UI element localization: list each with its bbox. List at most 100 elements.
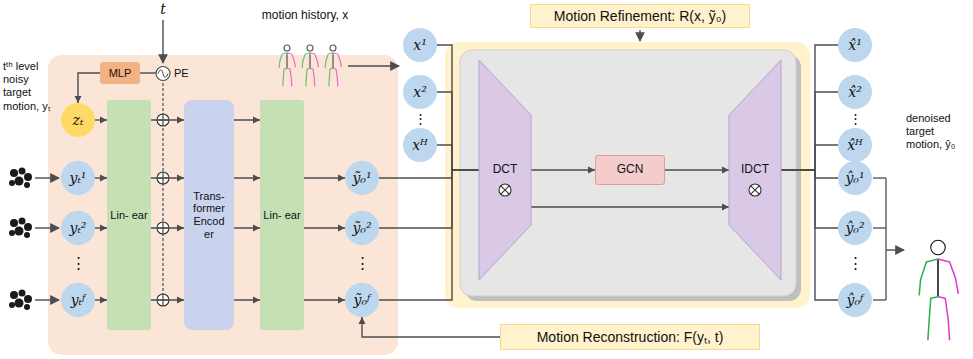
arrowhead <box>177 117 184 124</box>
node-text: xᴴ <box>412 137 428 153</box>
trapezoid <box>479 60 531 280</box>
connector <box>781 170 838 300</box>
pose-figure <box>302 45 318 86</box>
connector-line <box>140 72 156 73</box>
arrowhead <box>588 167 595 174</box>
input-arrow <box>35 227 59 228</box>
node-text: PE <box>174 67 189 80</box>
connector <box>379 170 479 228</box>
transformer-box: Trans- former Encod er <box>184 100 234 330</box>
history-circle: x² <box>403 75 437 109</box>
output-label: denoised target motion, ŷ₀ <box>906 112 969 152</box>
timestep-label: t <box>160 1 166 18</box>
connector-line <box>379 170 479 178</box>
connector-line <box>781 92 838 170</box>
output-circle: x̂ᴴ <box>838 128 872 162</box>
arrowhead <box>177 225 184 232</box>
dct-block: DCT <box>479 60 531 280</box>
node-text: Motion Reconstruction: F(yₜ, t) <box>537 329 724 345</box>
connector-line <box>234 120 260 300</box>
node-text: DCT <box>493 163 518 177</box>
multiply-symbol <box>749 184 761 196</box>
arrowhead <box>100 117 107 124</box>
node-text: ŷ₀² <box>845 220 864 236</box>
connector <box>95 297 107 304</box>
connector-line <box>665 169 729 170</box>
ellipsis: ⋮ <box>71 255 86 270</box>
connector <box>437 45 479 170</box>
input-label: motion history, x <box>262 8 348 22</box>
connector <box>379 170 479 178</box>
connector <box>95 117 107 124</box>
node-text: ỹ₀² <box>352 220 371 236</box>
arrowhead <box>253 297 260 304</box>
connector-line <box>78 73 100 103</box>
connector <box>95 225 107 232</box>
arrowhead <box>253 225 260 232</box>
arrowhead <box>722 204 729 211</box>
input-arrow <box>35 177 59 178</box>
pose-figure <box>919 240 958 340</box>
idct-block: IDCT <box>729 60 781 280</box>
output-arrow <box>886 249 904 250</box>
connector <box>304 297 345 304</box>
arrowhead <box>177 175 184 182</box>
arrowhead <box>359 317 366 324</box>
connector-line <box>781 45 838 170</box>
connector <box>151 117 184 304</box>
node-text: IDCT <box>741 163 769 177</box>
arrowhead <box>253 175 260 182</box>
encoder-panel <box>48 55 398 355</box>
arrowhead <box>338 297 345 304</box>
node-text: x̂¹ <box>848 37 862 53</box>
network-panel <box>460 50 796 296</box>
ellipsis: ⋮ <box>848 255 863 270</box>
ellipsis: ⋮ <box>414 112 427 125</box>
encoding-circle <box>156 66 170 80</box>
arrowhead <box>100 225 107 232</box>
connector <box>531 204 729 211</box>
connector <box>140 73 156 74</box>
connector <box>304 225 345 232</box>
node-text: ỹ₀ᶠ <box>354 292 371 308</box>
noise-cluster <box>9 290 32 311</box>
output-circle: x̂¹ <box>838 28 872 62</box>
latent-circle: zₜ <box>61 103 95 137</box>
arrowhead <box>75 96 82 103</box>
output-circle: ŷ₀ᶠ <box>838 283 872 317</box>
arrowhead <box>100 175 107 182</box>
trapezoid <box>729 60 781 280</box>
linear-box: Lin- ear <box>260 100 304 330</box>
token-circle: ỹ₀² <box>345 211 379 245</box>
connector <box>359 317 501 337</box>
pointer-arrow <box>639 30 640 41</box>
refinement-panel <box>445 42 810 308</box>
connector-line <box>437 145 479 170</box>
node-text: Motion Refinement: R(x, ỹ₀) <box>554 8 726 24</box>
token-circle: yₜᶠ <box>61 283 95 317</box>
token-circle: yₜ¹ <box>61 161 95 195</box>
token-circle: yₜ² <box>61 211 95 245</box>
output-circle: x̂² <box>838 75 872 109</box>
token-circle: ỹ₀ᶠ <box>345 283 379 317</box>
node-text: x̂² <box>848 84 862 100</box>
arrowhead <box>100 297 107 304</box>
connector <box>781 170 838 228</box>
connector-line <box>151 120 184 300</box>
connector-line <box>437 92 479 170</box>
connector <box>781 145 838 170</box>
linear-box: Lin- ear <box>107 100 151 330</box>
connector-line <box>379 170 479 300</box>
gcn-box: GCN <box>595 155 665 185</box>
input-label: tᵗʰ level noisy target motion, yₜ <box>3 60 53 113</box>
node-text: x² <box>413 84 427 100</box>
mlp-box: MLP <box>100 62 140 84</box>
output-bracket <box>873 178 886 300</box>
connector-line <box>379 170 479 228</box>
positional-encoding: PE <box>156 64 193 83</box>
input-arrow <box>35 299 59 300</box>
connector <box>75 73 101 103</box>
arrowhead <box>253 117 260 124</box>
node-text: ŷ₀ᶠ <box>847 292 864 308</box>
